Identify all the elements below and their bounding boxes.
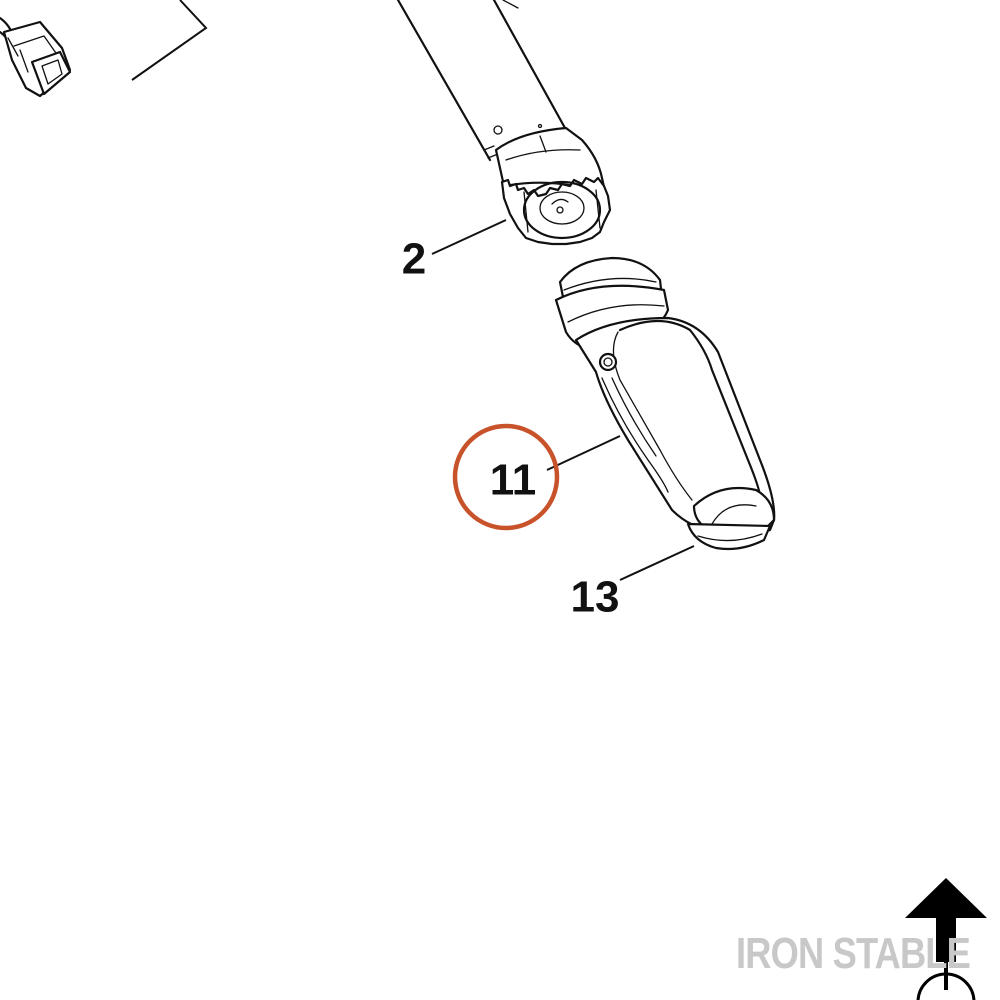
- callout-label-13: 13: [571, 573, 620, 622]
- callout-label-11: 11: [490, 456, 537, 505]
- leader-line-part-11: [546, 435, 621, 471]
- highlight-circle: [452, 423, 560, 531]
- iron-stable-logo: IRON STABLE: [736, 878, 987, 1000]
- logo-arrow-icon: [905, 878, 987, 962]
- connector-bracket-line: [131, 0, 208, 81]
- adjustment-collar: [494, 126, 612, 246]
- grip-handle: [554, 256, 776, 534]
- connector-plug: [0, 16, 72, 98]
- leader-line-part-13: [619, 545, 695, 581]
- callout-label-2: 2: [402, 235, 426, 284]
- end-cap: [686, 486, 776, 551]
- shaft-tube: [396, 0, 567, 162]
- leader-line-part-2: [431, 219, 507, 255]
- logo-target-icon: [916, 972, 976, 1000]
- watermark-text: IRON STABLE: [736, 929, 970, 978]
